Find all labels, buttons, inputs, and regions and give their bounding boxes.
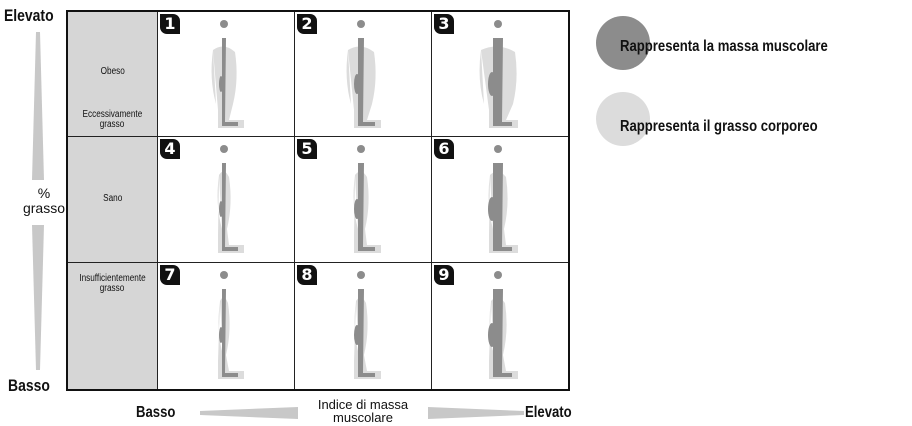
grid-cell-9: 9: [432, 263, 568, 387]
grid-cell-3: 3: [432, 12, 568, 136]
grid-cell-4: 4: [158, 137, 294, 261]
fat-silhouette: [211, 46, 244, 128]
head-mark: [494, 20, 502, 28]
grid-divider: [157, 12, 158, 389]
muscle-body: [222, 289, 238, 377]
cell-number-badge: 5: [297, 139, 317, 159]
arm-muscle: [354, 74, 360, 94]
legend-muscle-circle: [596, 16, 650, 70]
muscle-body: [493, 163, 512, 251]
row-label-obeso: Obeso: [100, 66, 125, 77]
arm-muscle: [219, 76, 223, 92]
legend-fat-swatch: [596, 92, 650, 146]
muscle-body: [358, 38, 375, 126]
y-axis-bottom-label: Basso: [8, 376, 50, 395]
arm-muscle: [354, 325, 360, 345]
body-figure: [211, 20, 244, 128]
cell-number-badge: 8: [297, 265, 317, 285]
cell-number-badge: 9: [434, 265, 454, 285]
muscle-body: [358, 289, 375, 377]
head-mark: [220, 145, 228, 153]
body-type-grid: [66, 10, 570, 391]
grid-cell-1: 1: [158, 12, 294, 136]
head-mark: [357, 271, 365, 279]
legend-muscle-swatch: [596, 16, 650, 70]
cell-number-badge: 4: [160, 139, 180, 159]
x-axis-right-label: Elevato: [525, 404, 572, 421]
x-axis-left-label: Basso: [136, 404, 176, 421]
body-figure: [479, 20, 518, 128]
head-mark: [494, 145, 502, 153]
body-figure: [218, 271, 244, 379]
y-axis-arrow-bottom: [32, 225, 44, 370]
grid-cell-7: 7: [158, 263, 294, 387]
head-mark: [220, 271, 228, 279]
body-figure: [488, 145, 518, 253]
grid-cell-2: 2: [295, 12, 431, 136]
body-figure: [217, 145, 244, 253]
grid-cell-5: 5: [295, 137, 431, 261]
legend-muscle-label: Rappresenta la massa muscolare: [620, 38, 828, 55]
y-axis-label-line2: grasso: [22, 200, 66, 216]
muscle-body: [493, 38, 512, 126]
legend-fat-circle: [596, 92, 650, 146]
row-label-eccessivamente-grasso: Eccessivamente grasso: [82, 109, 143, 130]
grid-divider: [68, 262, 568, 263]
arm-muscle: [219, 201, 223, 217]
muscle-body: [358, 163, 375, 251]
x-axis-label: Indice di massa muscolare: [300, 398, 426, 424]
muscle-body: [222, 38, 238, 126]
arm-muscle: [354, 199, 360, 219]
legend-fat-label: Rappresenta il grasso corporeo: [620, 118, 818, 135]
x-axis-label-line1: Indice di massa: [317, 397, 409, 412]
grid-divider: [68, 136, 568, 137]
cell-number-badge: 7: [160, 265, 180, 285]
muscle-body: [222, 163, 238, 251]
y-axis-label-line1: %: [37, 185, 51, 201]
cell-number-badge: 1: [160, 14, 180, 34]
body-figure: [488, 271, 518, 379]
grid-divider: [431, 12, 432, 389]
muscle-body: [493, 289, 512, 377]
row-labels-column: Obeso Eccessivamente grasso Sano Insuffi…: [68, 12, 157, 389]
cell-number-badge: 2: [297, 14, 317, 34]
head-mark: [494, 271, 502, 279]
grid-divider: [294, 12, 295, 389]
y-axis-arrow-top: [32, 32, 44, 180]
x-axis-label-line2: muscolare: [333, 410, 393, 425]
y-axis-label: % grasso: [20, 186, 68, 216]
body-figure: [346, 20, 381, 128]
arm-muscle: [488, 197, 496, 221]
cell-number-badge: 3: [434, 14, 454, 34]
x-axis-arrow-right: [428, 407, 524, 419]
row-label-insufficientemente-grasso: Insufficientemente grasso: [79, 273, 146, 294]
arm-muscle: [219, 327, 223, 343]
arm-muscle: [488, 72, 496, 96]
x-axis-arrow: [200, 407, 524, 419]
row-label-sano: Sano: [102, 193, 123, 204]
head-mark: [220, 20, 228, 28]
fat-silhouette: [346, 46, 381, 128]
grid-cell-6: 6: [432, 137, 568, 261]
y-axis-top-label: Elevato: [4, 6, 54, 25]
arm-muscle: [488, 323, 496, 347]
head-mark: [357, 145, 365, 153]
body-figure: [353, 145, 381, 253]
head-mark: [357, 20, 365, 28]
cell-number-badge: 6: [434, 139, 454, 159]
body-figure: [354, 271, 381, 379]
grid-cell-8: 8: [295, 263, 431, 387]
y-axis-arrow: [32, 32, 44, 370]
x-axis-arrow-left: [200, 407, 298, 419]
